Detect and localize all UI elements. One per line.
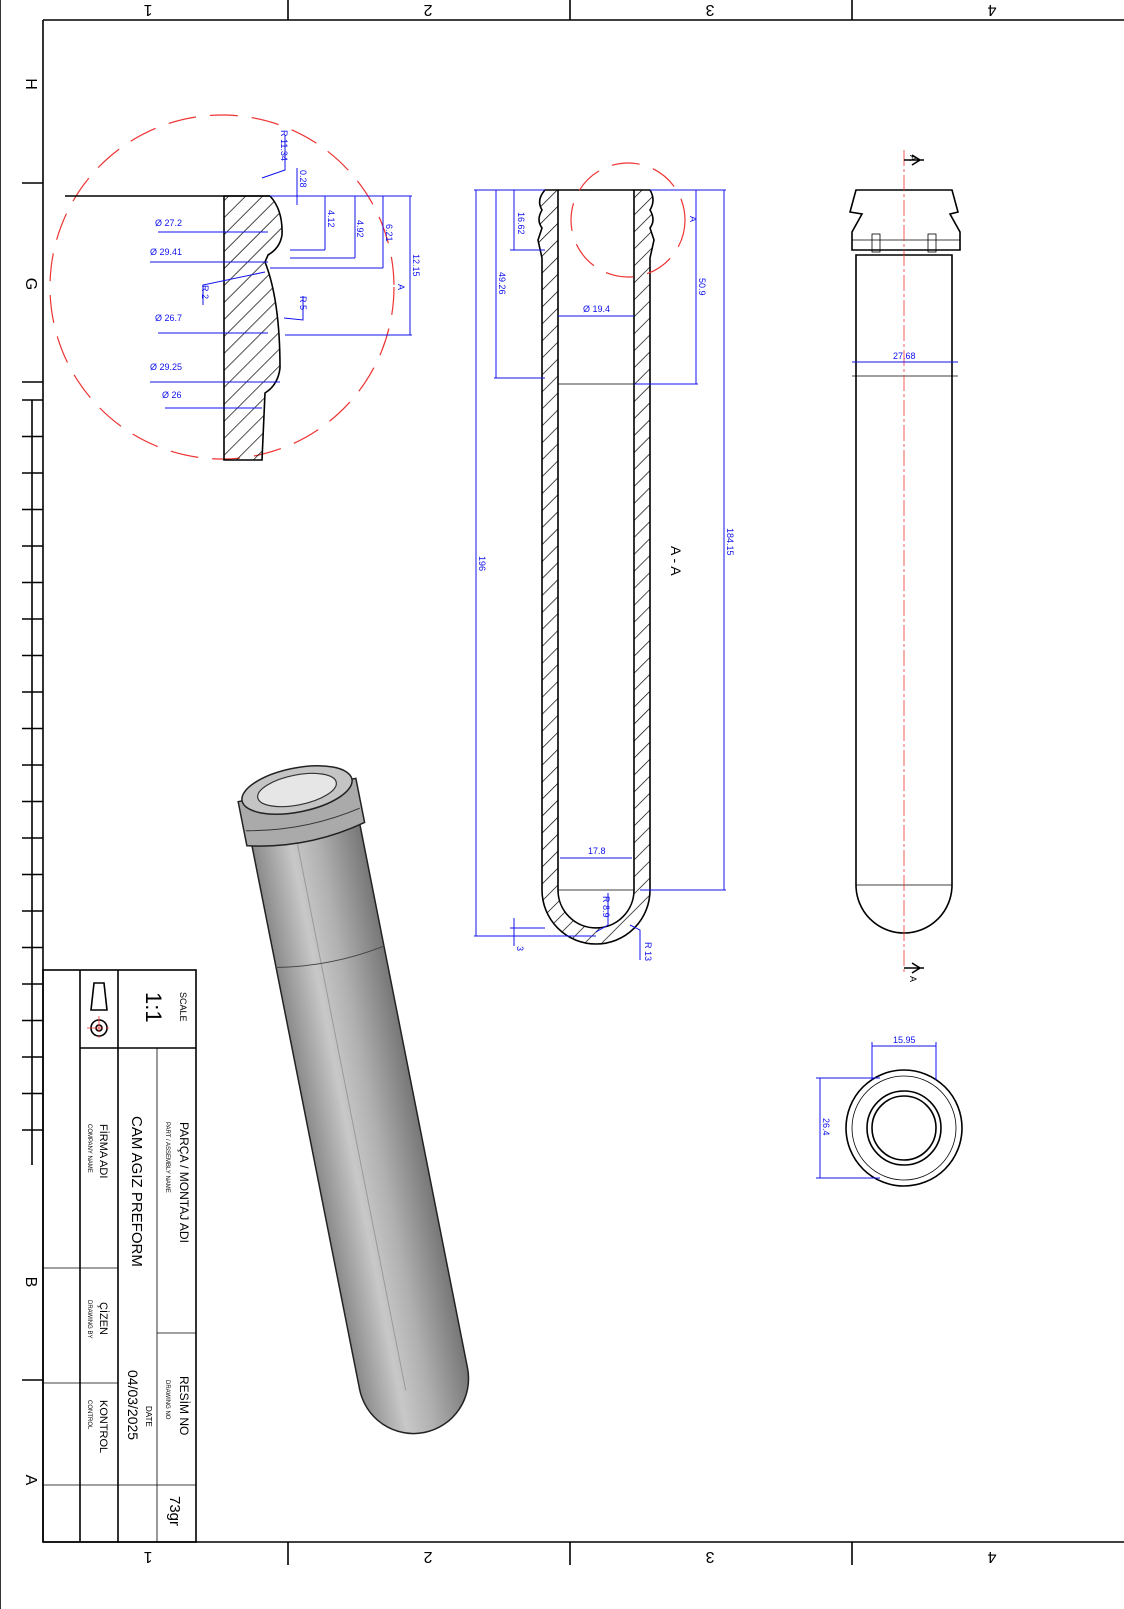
scale-value: 1:1: [141, 992, 166, 1023]
dim-6-21: 6.21: [384, 224, 394, 242]
dim-15-95: 15.95: [893, 1035, 916, 1045]
part-name: CAM AGIZ PREFORM: [128, 1116, 145, 1267]
dim-dia-26: Ø 26: [162, 390, 182, 400]
zone-col-3-bottom: 3: [705, 1548, 714, 1565]
zone-col-2-bottom: 2: [423, 1548, 432, 1565]
part-sub: PART / ASSEMBLY NAME: [164, 1122, 170, 1193]
zone-row-b: B: [22, 1277, 39, 1288]
dim-dia-27-2: Ø 27.2: [155, 218, 182, 228]
dim-4-92: 4.92: [355, 220, 365, 238]
section-mark-top: A: [908, 155, 918, 161]
dim-r13: R 13: [643, 942, 653, 961]
projection-symbol-icon: [87, 982, 111, 1040]
dim-dia-29-41: Ø 29.41: [150, 247, 182, 257]
detail-circle: [49, 114, 395, 460]
zone-row-a: A: [22, 1475, 39, 1486]
zone-col-3-top: 3: [705, 1, 714, 18]
zone-col-4-top: 4: [987, 1, 996, 18]
zone-col-2-top: 2: [423, 1, 432, 18]
drawn-sub: DRAWING BY: [86, 1300, 92, 1338]
dim-r8-9: R 8.9: [601, 896, 611, 918]
detail-view-a: R 11.34 0.28 4.12 4.92 6.21 12.15 A Ø 27…: [49, 114, 421, 461]
title-block: SCALE 1:1 PARÇA / MONTAJ ADI PART / ASSE…: [42, 969, 197, 1543]
dim-17-8: 17.8: [588, 846, 606, 856]
dim-12-15: 12.15: [411, 254, 421, 277]
zone-row-h: H: [22, 78, 39, 90]
dim-27-68: 27.68: [893, 351, 916, 361]
side-view: A A 27.68: [848, 150, 961, 982]
isometric-3d-view: [237, 765, 470, 1435]
dim-0-28: 0.28: [298, 170, 308, 188]
dim-49-26: 49.26: [497, 272, 507, 295]
zone-col-4-bottom: 4: [987, 1548, 996, 1565]
company-sub: COMPANY NAME: [86, 1124, 92, 1173]
zone-col-1-top: 1: [143, 1, 152, 18]
dim-3: 3: [515, 946, 525, 951]
zone-labels: 1 2 3 4 1 2 3 4 H G B A: [22, 1, 996, 1565]
date-label: DATE: [144, 1406, 153, 1427]
part-label: PARÇA / MONTAJ ADI: [177, 1122, 191, 1243]
weight-value: 73gr: [166, 1496, 183, 1526]
dim-dia-19-4: Ø 19.4: [583, 304, 610, 314]
dim-4-12: 4.12: [326, 210, 336, 228]
scale-label: SCALE: [178, 992, 188, 1022]
drawing-no-sub: DRAWING NO: [164, 1380, 170, 1420]
dim-r2: R 2: [200, 285, 210, 299]
zone-col-1-bottom: 1: [143, 1548, 152, 1565]
dim-r5: R 5: [298, 296, 308, 310]
left-ruler: [22, 399, 43, 1165]
section-title: A - A: [668, 546, 684, 576]
dim-16-62: 16.62: [516, 212, 526, 235]
detail-label-a: A: [396, 284, 406, 290]
dim-dia-26-7: Ø 26.7: [155, 313, 182, 323]
control-label: KONTROL: [97, 1400, 109, 1453]
company-label: FİRMA ADI: [97, 1124, 110, 1178]
section-view-a-a: 16.62 49.26 Ø 19.4 50.9 A 196 184.15 A -…: [474, 162, 735, 961]
section-mark-bottom: A: [908, 976, 918, 982]
detail-ref-a: A: [688, 216, 698, 222]
control-sub: CONTROL: [86, 1400, 92, 1430]
dim-dia-29-25: Ø 29.25: [150, 362, 182, 372]
dim-50-9: 50.9: [697, 278, 707, 296]
bottom-view: 15.95 26.4: [816, 1035, 963, 1187]
date-value: 04/03/2025: [125, 1370, 141, 1440]
drawing-no-label: RESİM NO: [177, 1376, 191, 1435]
detail-section-hatch: [223, 195, 283, 461]
dim-196: 196: [477, 556, 487, 571]
zone-row-g: G: [22, 278, 39, 290]
dim-184-15: 184.15: [725, 528, 735, 556]
dim-r11-34: R 11.34: [279, 130, 289, 161]
dim-26-4: 26.4: [821, 1118, 831, 1136]
drawn-label: ÇİZEN: [97, 1302, 110, 1335]
